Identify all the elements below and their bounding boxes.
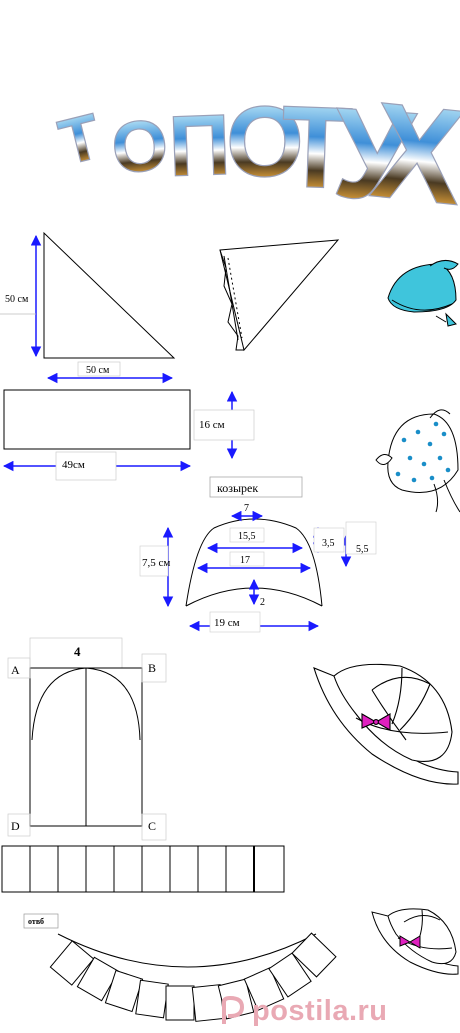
visor-width-label: 19 см xyxy=(214,617,240,629)
curved-brim-pattern xyxy=(23,913,337,1022)
visor-side1-label: 3,5 xyxy=(322,538,335,549)
title-letter: Т xyxy=(52,99,107,178)
panel-arc xyxy=(31,667,141,741)
corner-a-label: А xyxy=(11,663,20,677)
title-letter: О xyxy=(108,104,172,189)
kerchief-bottom-label: 50 см xyxy=(86,365,110,376)
title-letter: Т xyxy=(279,81,354,213)
visor-width2-label: 17 xyxy=(240,555,250,566)
corner-b-label: В xyxy=(148,661,156,675)
folded-kerchief-drawing xyxy=(219,239,340,352)
title-letter: У xyxy=(329,81,420,229)
visor-top-label: 7 xyxy=(244,503,249,514)
corner-d-label: D xyxy=(11,819,20,833)
band-width-label: 49см xyxy=(62,459,85,471)
panel-pattern xyxy=(7,637,167,841)
visor-height-label: 7,5 см xyxy=(142,557,170,569)
band-height-label: 16 см xyxy=(199,419,225,431)
segment-strip xyxy=(1,845,285,893)
visor-name-label: козырек xyxy=(217,481,258,495)
kerchief-triangle xyxy=(43,231,176,359)
visor-width1-label: 15,5 xyxy=(238,531,256,542)
small-hat-illustration xyxy=(371,908,459,975)
panel-top-label: 4 xyxy=(74,644,81,659)
corner-c-label: С xyxy=(148,819,156,833)
polka-dot-bonnet-illustration xyxy=(375,409,460,513)
brim-label: отвб xyxy=(28,917,44,926)
watermark: postila.ru xyxy=(218,993,458,1029)
title-letter: Х xyxy=(365,73,460,234)
visor-gap-label: 2 xyxy=(260,597,265,608)
knotted-cap-illustration xyxy=(387,260,459,327)
band-rectangle xyxy=(3,389,191,450)
visor-side2-label: 5,5 xyxy=(356,544,369,555)
watermark-text: postila.ru xyxy=(252,994,388,1027)
kerchief-side-label: 50 см xyxy=(5,294,29,305)
wide-brim-hat-illustration xyxy=(313,663,459,785)
postila-logo-icon xyxy=(222,996,245,1024)
title-letter: П xyxy=(167,97,232,195)
title-letter: О xyxy=(226,86,304,198)
title-wordart: Т О П О Т У Х xyxy=(52,73,460,235)
kerchief-pattern xyxy=(0,231,176,384)
